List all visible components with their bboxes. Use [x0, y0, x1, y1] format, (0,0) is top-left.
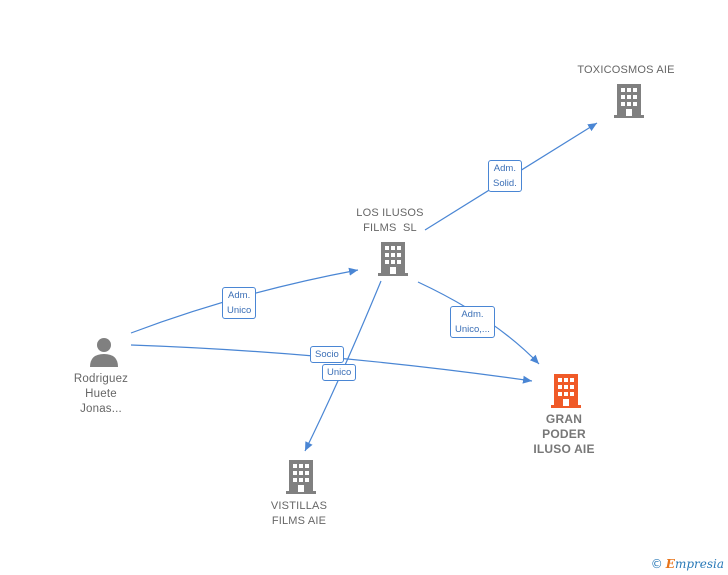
edge-label-adm-unico-person[interactable]: Adm. Unico [222, 287, 257, 319]
building-icon [614, 84, 644, 118]
node-label-gran-poder[interactable]: GRAN PODER ILUSO AIE [533, 412, 594, 457]
edge-label-line: Adm. [461, 309, 484, 320]
node-label-line: PODER [542, 427, 586, 441]
main-company-building-icon [551, 374, 581, 408]
building-icon [286, 460, 316, 494]
node-label-line: VISTILLAS [270, 500, 328, 512]
building-icon [378, 242, 408, 276]
edge-label-socio[interactable]: Socio [310, 346, 344, 363]
edges [130, 122, 598, 452]
brand-footer: ©Empresia [651, 557, 724, 571]
edge-label-line: Adm. [493, 163, 516, 174]
brand-initial: E [665, 557, 675, 571]
node-label-line: FILMS AIE [271, 515, 327, 527]
node-label-toxicosmos[interactable]: TOXICOSMOS AIE [577, 63, 674, 78]
node-label-line: LOS ILUSOS [356, 207, 424, 219]
edge-label-adm-unico-gran[interactable]: Adm. Unico,... [450, 306, 495, 338]
node-label-line: GRAN [545, 412, 583, 426]
edge-label-line: Adm. [228, 290, 251, 301]
node-label-line: Huete [85, 388, 117, 400]
edge-label-line: Unico,... [455, 324, 490, 335]
edge-label-adm-solid[interactable]: Adm. Solid. [488, 160, 522, 192]
node-label-line: Rodriguez [73, 373, 129, 385]
copyright-icon: © [650, 557, 663, 571]
edge-label-unico[interactable]: Unico [322, 364, 357, 381]
node-label-line: TOXICOSMOS AIE [577, 64, 675, 76]
node-label-line: ILUSO AIE [533, 442, 595, 456]
node-label-los-ilusos[interactable]: LOS ILUSOS FILMS SL [356, 206, 423, 236]
brand-name: mpresia [674, 557, 724, 571]
node-label-line: Jonas... [80, 403, 122, 415]
edge-label-line: Unico [227, 305, 252, 316]
node-label-person[interactable]: Rodriguez Huete Jonas... [74, 372, 128, 417]
person-icon [90, 338, 118, 367]
edge-label-line: Solid. [493, 178, 517, 189]
node-label-vistillas[interactable]: VISTILLAS FILMS AIE [271, 499, 327, 529]
edge-label-line: Unico [327, 367, 352, 378]
edge-label-line: Socio [315, 349, 339, 360]
node-label-line: FILMS SL [363, 222, 417, 234]
